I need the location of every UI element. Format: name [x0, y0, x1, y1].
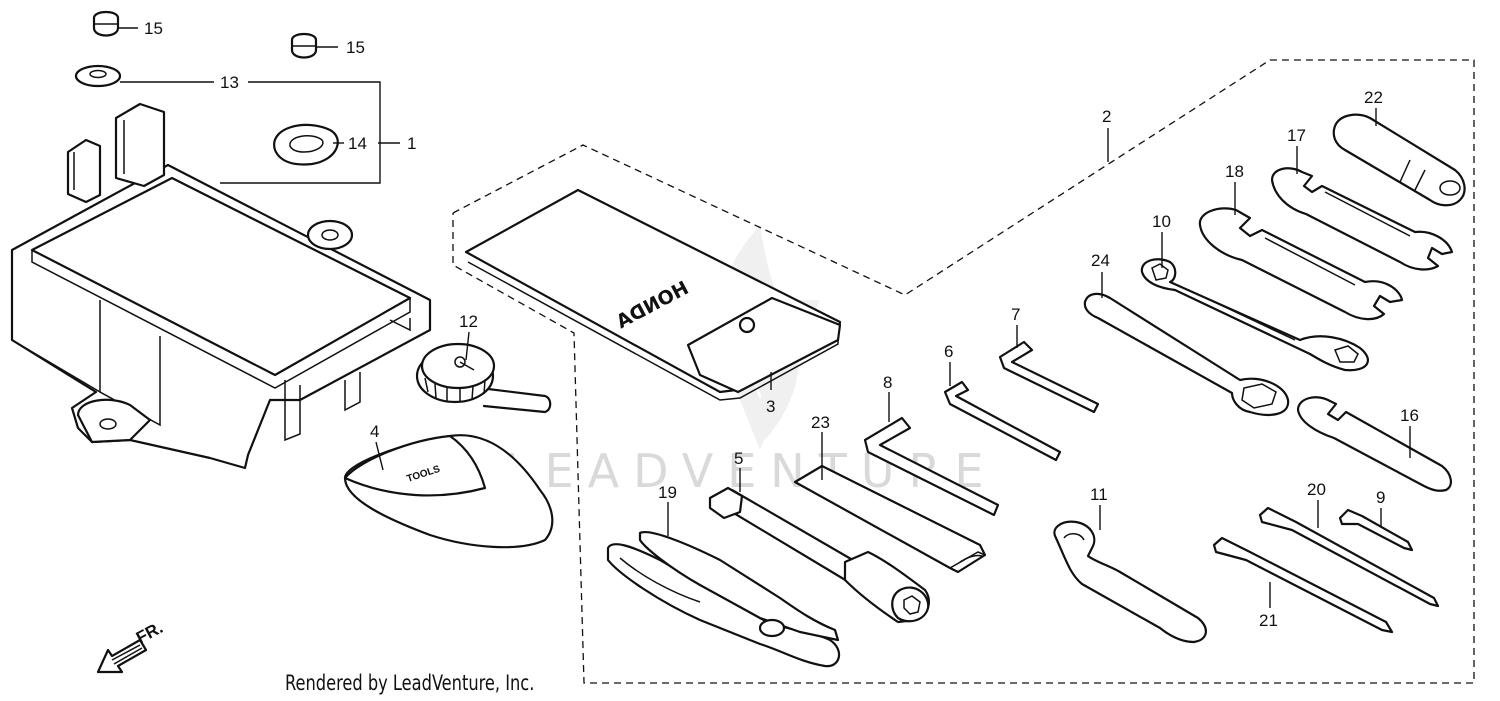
tool-bag: HONDA — [464, 188, 842, 401]
callout-15a: 15 — [144, 19, 163, 38]
callout-10: 10 — [1152, 212, 1171, 231]
cap-nut-15a — [92, 10, 120, 37]
callout-9: 9 — [1376, 488, 1385, 507]
callout-5: 5 — [734, 449, 743, 468]
leader-lines — [118, 27, 1411, 608]
plug-wrench — [708, 486, 930, 624]
hex-key-8 — [863, 416, 1000, 517]
pouch: TOOLS — [343, 434, 554, 549]
screwdriver-20 — [1258, 506, 1440, 608]
callout-17: 17 — [1287, 126, 1306, 145]
callout-20: 20 — [1307, 480, 1326, 499]
hex-key-6 — [943, 380, 1062, 462]
callout-18: 18 — [1225, 162, 1244, 181]
front-direction-arrow — [96, 638, 148, 674]
small-wrench — [1296, 396, 1452, 492]
pressure-gauge — [415, 342, 552, 414]
callout-2: 2 — [1102, 107, 1111, 126]
callout-13: 13 — [220, 73, 239, 92]
callout-16: 16 — [1400, 406, 1419, 425]
callout-21: 21 — [1259, 611, 1278, 630]
toolkit-outline — [452, 59, 1475, 684]
callout-6: 6 — [944, 342, 953, 361]
tool-tray — [10, 102, 432, 470]
callout-14: 14 — [348, 134, 367, 153]
open-wrench-18 — [1198, 207, 1404, 321]
callouts: 15 15 13 14 1 2 3 4 12 6 7 8 23 5 19 24 … — [144, 19, 1419, 630]
callout-23: 23 — [811, 413, 830, 432]
screwdriver-21 — [1212, 536, 1394, 634]
callout-11: 11 — [1090, 485, 1108, 504]
screwdriver-handle — [1332, 113, 1466, 207]
callout-12: 12 — [459, 312, 478, 331]
callout-7: 7 — [1011, 305, 1020, 324]
cap-nut-15b — [290, 32, 318, 59]
pin-spanner — [1053, 520, 1207, 644]
box-wrench — [1083, 292, 1290, 416]
callout-22: 22 — [1364, 88, 1383, 107]
footer-credit: Rendered by LeadVenture, Inc. — [285, 671, 535, 695]
screwdriver-bit-9 — [1338, 508, 1414, 552]
callout-3: 3 — [766, 397, 775, 416]
callout-19: 19 — [658, 483, 677, 502]
callout-15b: 15 — [346, 38, 365, 57]
callout-8: 8 — [883, 373, 892, 392]
combo-wrench-10 — [1140, 258, 1369, 372]
hex-key-7 — [998, 340, 1100, 414]
grommet-14 — [273, 123, 339, 166]
washer-13 — [74, 64, 122, 88]
pliers — [606, 531, 841, 668]
callout-4: 4 — [370, 422, 379, 441]
callout-1: 1 — [407, 134, 416, 153]
callout-24: 24 — [1091, 251, 1110, 270]
open-wrench-17 — [1270, 167, 1454, 271]
